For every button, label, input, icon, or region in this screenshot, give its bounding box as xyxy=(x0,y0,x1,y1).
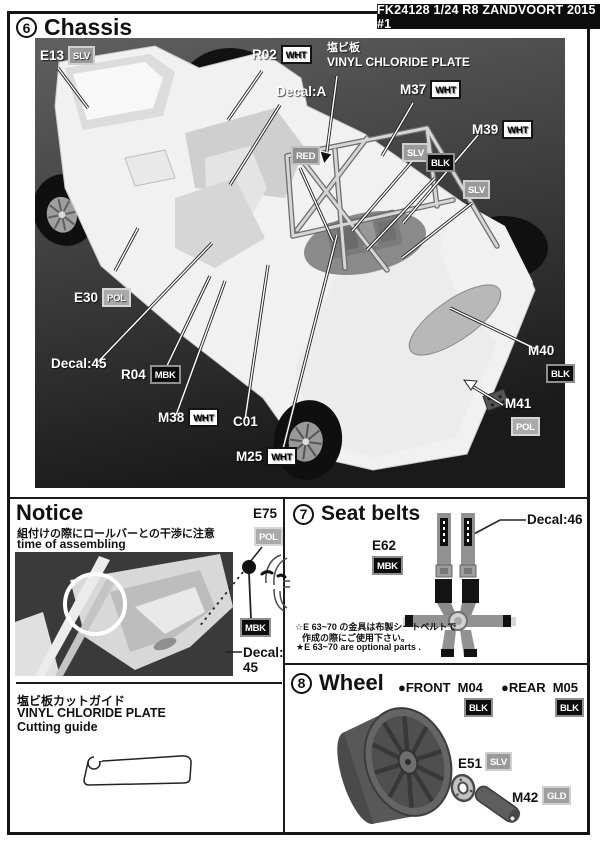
section-wheel-title: 8 Wheel xyxy=(291,670,384,696)
seatbelt-note-jp1: ☆E 63~70 の金具は布製シートベルトで xyxy=(295,622,457,632)
cut-guide-jp: 塩ビ板カットガイド xyxy=(17,694,126,708)
section-title-text: Seat belts xyxy=(321,502,421,525)
decal-46-label: Decal:46 xyxy=(527,512,583,527)
section-seatbelts-title: 7 Seat belts xyxy=(293,502,420,526)
kit-code-banner: FK24128 1/24 R8 ZANDVOORT 2015 #1 xyxy=(377,3,600,31)
section-number-badge: 6 xyxy=(16,17,37,38)
part-label-e62: E62 xyxy=(372,538,397,553)
paint-badge-pol: POL xyxy=(254,527,283,546)
front-wheel-label: ●FRONT M04 xyxy=(398,680,483,695)
part-label-c01: C01 xyxy=(233,414,258,429)
part-label-m05: M05 xyxy=(552,680,578,695)
part-label-r02: R02 WHT xyxy=(252,45,312,64)
part-label-m38: M38 WHT xyxy=(158,408,219,427)
notice-decal-label-line2: 45 xyxy=(243,660,259,675)
plate-outline-drawing xyxy=(83,755,192,786)
paint-badge-blk: BLK xyxy=(426,153,455,172)
notice-photo-illustration xyxy=(15,552,233,676)
notice-decal-label-line1: Decal: xyxy=(243,645,284,660)
arrowhead-vinyl xyxy=(319,150,333,166)
part-label-e13: E13 SLV xyxy=(40,46,95,65)
chassis-photo: E13 SLV R02 WHT 塩ビ板 VINYL CHLORIDE PLATE… xyxy=(35,38,575,488)
page-border xyxy=(7,11,590,835)
paint-badge-gld: GLD xyxy=(542,786,572,805)
plate-outline xyxy=(80,752,200,792)
horizontal-divider xyxy=(7,497,590,499)
seatbelt-note-en: ★E 63~70 are optional parts . xyxy=(296,642,421,652)
paint-badge-slv: SLV xyxy=(485,752,512,771)
section-chassis-title: 6 Chassis xyxy=(16,14,132,41)
paint-badge-wht: WHT xyxy=(430,80,461,99)
section-title-text: Chassis xyxy=(44,14,133,40)
left-column-divider xyxy=(16,682,282,684)
notice-en-text: time of assembling xyxy=(17,537,126,551)
paint-badge-blk: BLK xyxy=(464,698,493,717)
paint-badge-wht: WHT xyxy=(280,45,312,64)
paint-badge-mbk: MBK xyxy=(149,365,181,384)
paint-badge-mbk: MBK xyxy=(372,556,403,575)
part-label-m40: M40 xyxy=(528,343,555,358)
paint-badge-blk: BLK xyxy=(555,698,584,717)
seatbelt-illustration xyxy=(403,505,518,663)
part-label-e75: E75 xyxy=(253,506,278,521)
vinyl-plate-label: 塩ビ板 VINYL CHLORIDE PLATE xyxy=(327,42,470,70)
e75-part-dot xyxy=(242,560,256,574)
axle-pin-part xyxy=(474,785,521,823)
part-label-e30: E30 POL xyxy=(74,288,131,307)
rear-wheel-label: ●REAR M05 xyxy=(501,680,578,695)
paint-badge-blk: BLK xyxy=(546,364,575,383)
decal-a-label: Decal:A xyxy=(276,84,327,99)
decal-45-label: Decal:45 xyxy=(51,356,107,371)
section-title-text: Wheel xyxy=(319,670,384,695)
notice-jp-text: 組付けの際にロールバーとの干渉に注意 xyxy=(17,528,215,540)
notice-title: Notice xyxy=(16,500,84,525)
paint-badge-pol: POL xyxy=(511,417,540,436)
cut-guide-en1: VINYL CHLORIDE PLATE xyxy=(17,706,166,720)
paint-badge-slv: SLV xyxy=(68,46,95,65)
notice-leader-lines xyxy=(185,540,290,665)
part-label-m39: M39 WHT xyxy=(472,120,533,139)
rear-bullet-label: ●REAR xyxy=(501,680,546,695)
paint-badge-mbk: MBK xyxy=(240,618,271,637)
notice-photo xyxy=(15,552,233,676)
part-label-m41: M41 xyxy=(505,396,532,411)
decal-46-leader xyxy=(462,514,528,540)
front-bullet-label: ●FRONT xyxy=(398,680,451,695)
arrowhead-m41 xyxy=(462,379,478,391)
rollbar-sketch xyxy=(253,551,291,621)
right-column-divider xyxy=(285,663,590,665)
rollbar-sketch-illustration xyxy=(260,554,290,612)
highlight-circle xyxy=(63,572,127,636)
seatbelt-note-jp2: 作成の際にご使用下さい。 xyxy=(302,633,410,643)
part-label-m37: M37 WHT xyxy=(400,80,461,99)
part-label-m04: M04 xyxy=(457,680,483,695)
part-label-e51: E51 xyxy=(458,756,483,771)
part-label-m25: M25 WHT xyxy=(236,447,297,466)
section-number-badge: 8 xyxy=(291,672,312,694)
paint-badge-wht: WHT xyxy=(502,120,533,139)
paint-badge-red: RED xyxy=(291,146,321,165)
part-label-m42: M42 xyxy=(512,790,539,805)
vertical-divider xyxy=(283,498,285,835)
wheel-render xyxy=(288,690,588,832)
hub-flange-part xyxy=(450,773,476,803)
cut-guide-en2: Cutting guide xyxy=(17,720,98,734)
paint-badge-wht: WHT xyxy=(188,408,219,427)
paint-badge-slv: SLV xyxy=(402,143,429,162)
section-number-badge: 7 xyxy=(293,503,314,525)
leader-lines xyxy=(57,67,539,454)
paint-badge-wht: WHT xyxy=(266,447,297,466)
paint-badge-pol: POL xyxy=(102,288,131,307)
chassis-photo-illustration xyxy=(35,38,565,488)
part-label-r04: R04 MBK xyxy=(121,365,181,384)
paint-badge-slv: SLV xyxy=(463,180,490,199)
